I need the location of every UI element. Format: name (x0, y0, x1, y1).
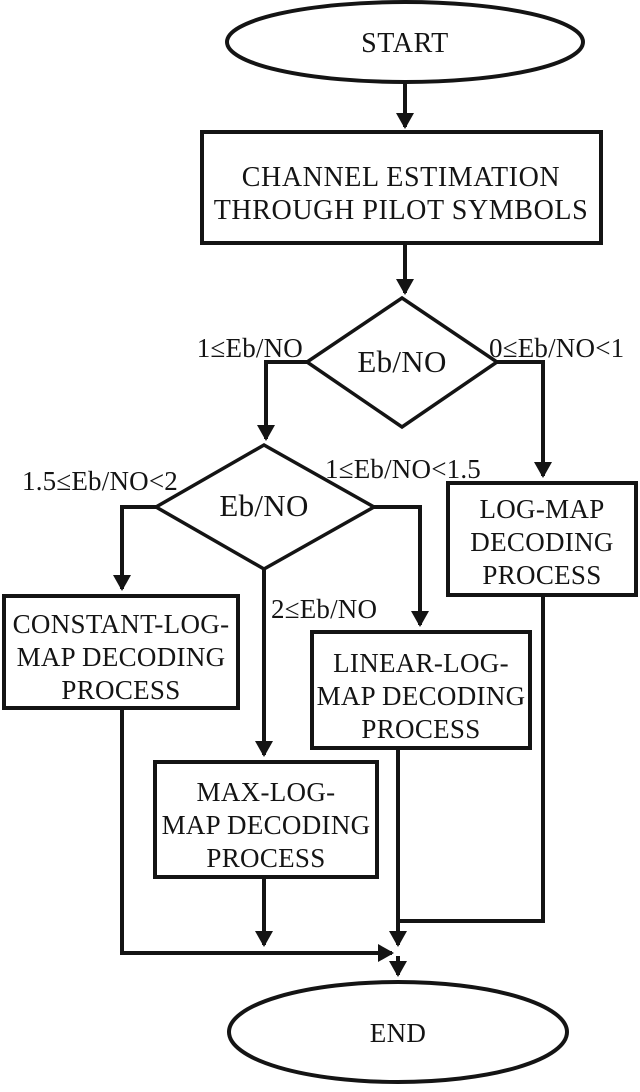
decision2-diamond (152, 442, 378, 572)
arrow-decision1-to-logmap (497, 360, 552, 478)
channel-estimation-line2: THROUGH PILOT SYMBOLS (214, 195, 589, 226)
log-map-line1: LOG-MAP (479, 494, 604, 524)
line-logmap-to-join (400, 595, 545, 923)
log-map-line3: PROCESS (482, 560, 601, 590)
end-node (227, 980, 569, 1084)
constant-log-map-box (2, 594, 240, 710)
channel-estimation-line1: CHANNEL ESTIMATION (242, 162, 561, 193)
condition-decision1-right: 0≤Eb/NO<1 (489, 333, 624, 363)
max-log-map-box (153, 760, 379, 879)
linear-log-map-box (310, 630, 532, 750)
log-map-line2: DECODING (470, 527, 613, 557)
decision1-diamond (303, 295, 501, 430)
max-log-map-line3: PROCESS (206, 843, 325, 873)
log-map-box (446, 481, 638, 597)
channel-estimation-box (200, 130, 603, 245)
condition-decision1-left: 1≤Eb/NO (197, 333, 303, 363)
end-label: END (370, 1018, 426, 1048)
arrow-decision2-to-constant (113, 505, 156, 591)
linear-log-map-line1: LINEAR-LOG- (333, 648, 509, 678)
arrow-constant-to-join (120, 708, 394, 962)
max-log-map-line2: MAP DECODING (162, 810, 371, 840)
linear-log-map-line3: PROCESS (361, 714, 480, 744)
constant-log-map-line3: PROCESS (61, 675, 180, 705)
arrow-decision1-to-decision2 (257, 360, 307, 441)
start-node (225, 0, 585, 84)
condition-decision2-right: 1≤Eb/NO<1.5 (325, 454, 481, 484)
constant-log-map-line2: MAP DECODING (17, 642, 226, 672)
linear-log-map-line2: MAP DECODING (317, 681, 526, 711)
arrow-decision2-to-linear (374, 505, 429, 627)
constant-log-map-line1: CONSTANT-LOG- (13, 609, 230, 639)
condition-decision2-down: 2≤Eb/NO (271, 594, 377, 624)
max-log-map-line1: MAX-LOG- (197, 777, 336, 807)
decision2-label: Eb/NO (219, 488, 308, 523)
start-label: START (361, 28, 449, 59)
decision1-label: Eb/NO (357, 344, 446, 379)
condition-decision2-left: 1.5≤Eb/NO<2 (22, 466, 178, 496)
